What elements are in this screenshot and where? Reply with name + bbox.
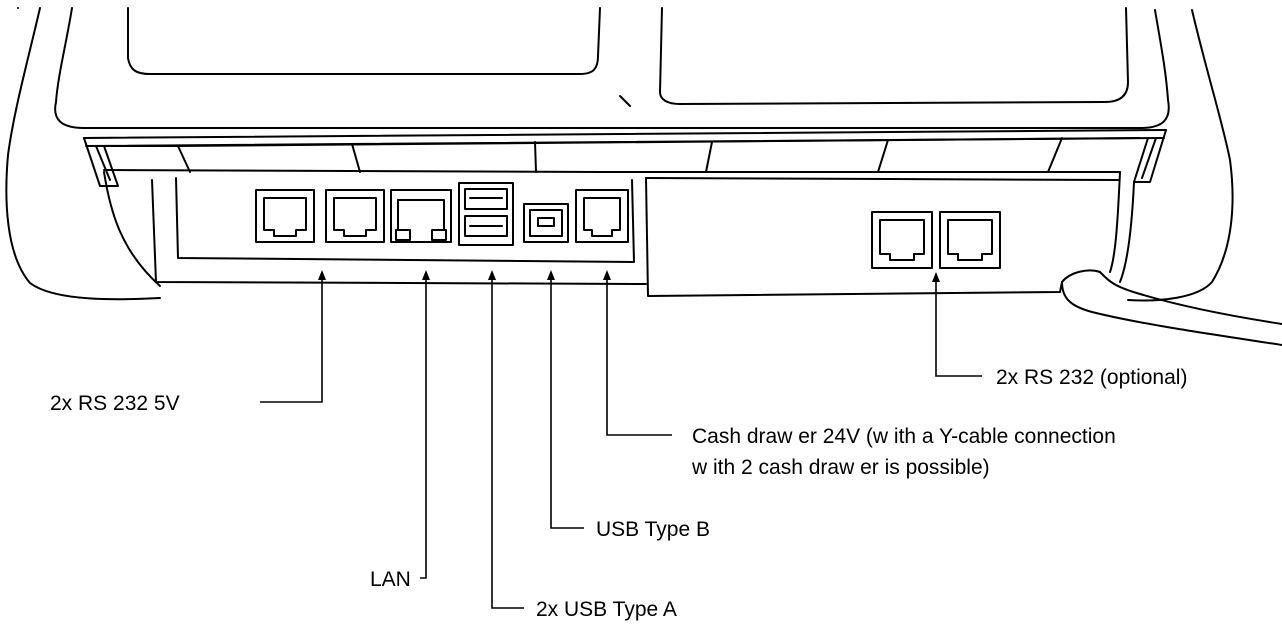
rj-port-1 xyxy=(255,189,315,243)
leader-rs232-5v xyxy=(260,276,323,403)
label-rs232-optional: 2x RS 232 (optional) xyxy=(996,366,1187,389)
usb-a-ports xyxy=(458,182,514,246)
label-lan: LAN xyxy=(370,568,411,591)
leader-rs232-optional xyxy=(935,278,982,377)
outer-left-edge xyxy=(5,7,161,301)
front-lip xyxy=(83,129,1167,187)
main-port-bay xyxy=(175,177,635,263)
leader-usb-b xyxy=(550,276,584,529)
label-cash-drawer-line2: w ith 2 cash draw er is possible) xyxy=(691,456,990,479)
inner-right-edge xyxy=(1139,9,1170,129)
rj-port-2 xyxy=(325,189,385,243)
leader-lan xyxy=(420,276,427,579)
leader-lines xyxy=(260,270,982,609)
port-labels: 2x RS 232 5V LAN 2x USB Type A USB Type … xyxy=(50,366,1187,621)
right-display-panel xyxy=(659,7,1129,105)
optional-module xyxy=(645,177,1282,346)
inner-left-edge xyxy=(54,7,85,129)
cable xyxy=(1061,281,1282,346)
rj-port-optional-1 xyxy=(871,211,933,269)
label-rs232-5v: 2x RS 232 5V xyxy=(50,392,180,415)
label-usb-a: 2x USB Type A xyxy=(536,598,677,621)
leader-cash-drawer xyxy=(606,276,672,436)
lower-housing xyxy=(103,171,1135,287)
leader-usb-a xyxy=(491,276,524,609)
label-usb-b: USB Type B xyxy=(596,518,710,541)
center-seam xyxy=(619,95,631,107)
usb-b-port xyxy=(523,203,569,243)
rj-port-optional-2 xyxy=(939,211,1001,269)
outer-right-edge xyxy=(1127,9,1234,302)
device-body xyxy=(5,7,1234,302)
label-cash-drawer-line1: Cash draw er 24V (w ith a Y-cable connec… xyxy=(692,425,1116,448)
left-display-panel xyxy=(127,7,601,75)
lan-port xyxy=(390,189,452,243)
cash-drawer-port xyxy=(575,189,629,243)
